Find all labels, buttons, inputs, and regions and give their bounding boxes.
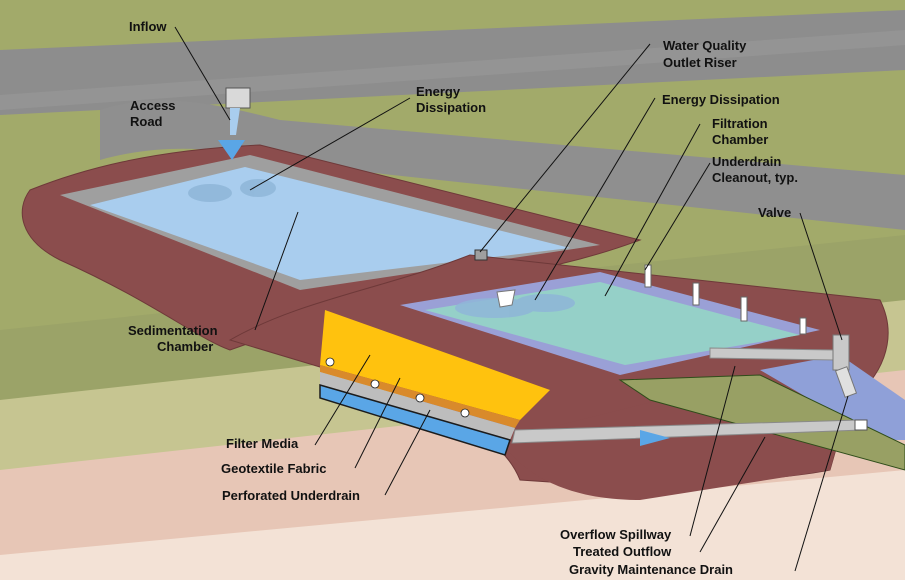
inflow-pipe-filtration	[496, 289, 516, 308]
energy-dissipation-stones	[188, 179, 575, 318]
valve-structure	[832, 334, 850, 371]
underdrain-cleanouts	[644, 264, 807, 335]
leader-lines	[174, 26, 849, 572]
label-access-road-2: Road	[130, 114, 163, 129]
inflow-arrow	[218, 140, 245, 160]
soil-layer-light	[0, 470, 905, 580]
valve-outlet	[834, 366, 858, 398]
label-underdrain-cleanout-2: Cleanout, typ.	[712, 170, 798, 185]
label-filtration-2: Chamber	[712, 132, 768, 147]
diagram-labels: Inflow Access Road Energy Dissipation Wa…	[128, 19, 798, 577]
gravel-layer	[320, 372, 515, 440]
label-gravity-maintenance-drain: Gravity Maintenance Drain	[569, 562, 733, 577]
label-underdrain-cleanout-1: Underdrain	[712, 154, 781, 169]
label-geotextile-fabric: Geotextile Fabric	[221, 461, 326, 476]
label-energy-dissipation-left-1: Energy	[416, 84, 461, 99]
label-energy-dissipation-left-2: Dissipation	[416, 100, 486, 115]
label-filter-media: Filter Media	[226, 436, 299, 451]
label-sedimentation-1: Sedimentation	[128, 323, 218, 338]
label-access-road-1: Access	[130, 98, 176, 113]
inflow-stream	[230, 108, 240, 135]
outflow-pipe-end	[854, 419, 868, 431]
label-sedimentation-2: Chamber	[157, 339, 213, 354]
underdrain-perforations	[325, 357, 470, 418]
label-water-quality-1: Water Quality	[663, 38, 747, 53]
spillway-riprap	[760, 355, 905, 440]
label-water-quality-2: Outlet Riser	[663, 55, 737, 70]
label-treated-outflow: Treated Outflow	[573, 544, 672, 559]
label-perforated-underdrain: Perforated Underdrain	[222, 488, 360, 503]
perforated-underdrain-pipe	[319, 384, 511, 456]
label-energy-dissipation-right: Energy Dissipation	[662, 92, 780, 107]
label-filtration-1: Filtration	[712, 116, 768, 131]
label-valve: Valve	[758, 205, 791, 220]
filter-media-layer	[320, 310, 550, 420]
access-road-lower	[100, 100, 905, 231]
label-overflow-spillway: Overflow Spillway	[560, 527, 672, 542]
outflow-arrow	[640, 430, 670, 446]
overflow-pipe	[709, 347, 836, 361]
inflow-structure	[225, 87, 251, 109]
label-inflow: Inflow	[129, 19, 167, 34]
